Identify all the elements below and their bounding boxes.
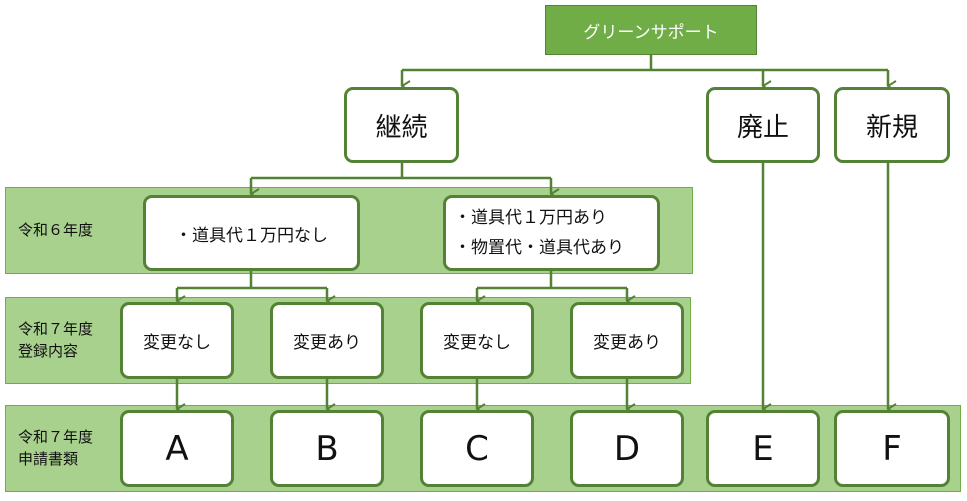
doc-box-f: F — [834, 410, 950, 487]
doc-box-e: E — [706, 410, 820, 487]
doc-box-d: D — [570, 410, 684, 487]
band-label-fy7-application: 令和７年度 申請書類 — [18, 428, 94, 468]
new-box: 新規 — [834, 87, 950, 163]
band-label-fy7-registration: 令和７年度 登録内容 — [18, 320, 94, 360]
fy6-with-costs-line2: ・物置代・道具代あり — [454, 238, 624, 258]
change-box: 変更なし — [420, 302, 534, 379]
fy6-no-tool-cost-box: ・道具代１万円なし — [143, 195, 360, 271]
band-label-fy6: 令和６年度 — [18, 221, 94, 239]
doc-box-a: A — [120, 410, 234, 487]
doc-box-b: B — [270, 410, 384, 487]
fy6-with-costs-line1: ・道具代１万円あり — [454, 208, 607, 228]
fy6-with-costs-box: ・道具代１万円あり ・物置代・道具代あり — [443, 195, 660, 271]
continue-box: 継続 — [344, 87, 459, 163]
change-box: 変更あり — [570, 302, 684, 379]
green-support-box: グリーンサポート — [545, 5, 757, 55]
change-box: 変更なし — [120, 302, 234, 379]
abolish-box: 廃止 — [706, 87, 820, 163]
change-box: 変更あり — [270, 302, 384, 379]
doc-box-c: C — [420, 410, 534, 487]
